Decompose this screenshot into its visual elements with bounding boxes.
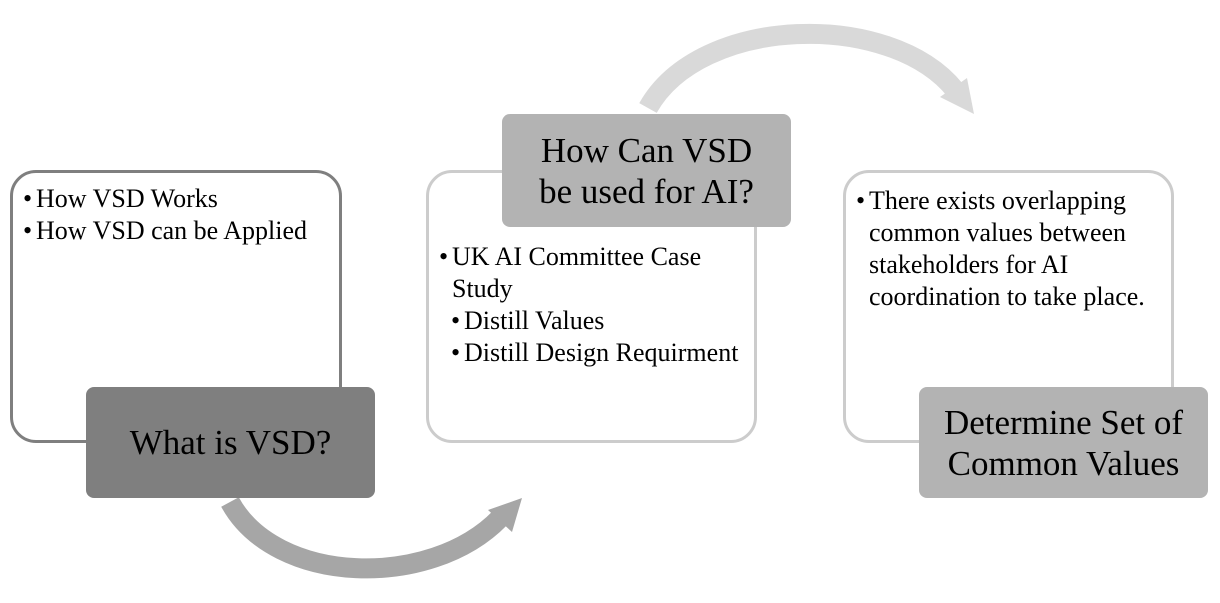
step2-sub-bullet-1: Distill Values — [451, 305, 749, 337]
step2-sub-bullet-2: Distill Design Requirment — [451, 337, 749, 369]
arrow-step2-to-step3 — [639, 23, 963, 114]
step1-title: What is VSD? — [86, 387, 375, 498]
step2-title: How Can VSD be used for AI? — [502, 114, 791, 227]
step3-title: Determine Set of Common Values — [919, 387, 1208, 498]
arrow-step1-to-step2 — [221, 496, 508, 579]
step1-bullet-2: How VSD can be Applied — [23, 215, 323, 247]
step2-bullet-1: UK AI Committee Case Study — [439, 241, 749, 305]
arrow-step1-to-step2-head — [488, 498, 522, 532]
step1-bullet-1: How VSD Works — [23, 183, 323, 215]
step1-card: How VSD Works How VSD can be Applied — [10, 170, 342, 443]
arrow-step2-to-step3-head — [940, 78, 974, 114]
step3-card: There exists overlapping common values b… — [843, 170, 1174, 443]
step3-bullet-1: There exists overlapping common values b… — [856, 185, 1146, 313]
